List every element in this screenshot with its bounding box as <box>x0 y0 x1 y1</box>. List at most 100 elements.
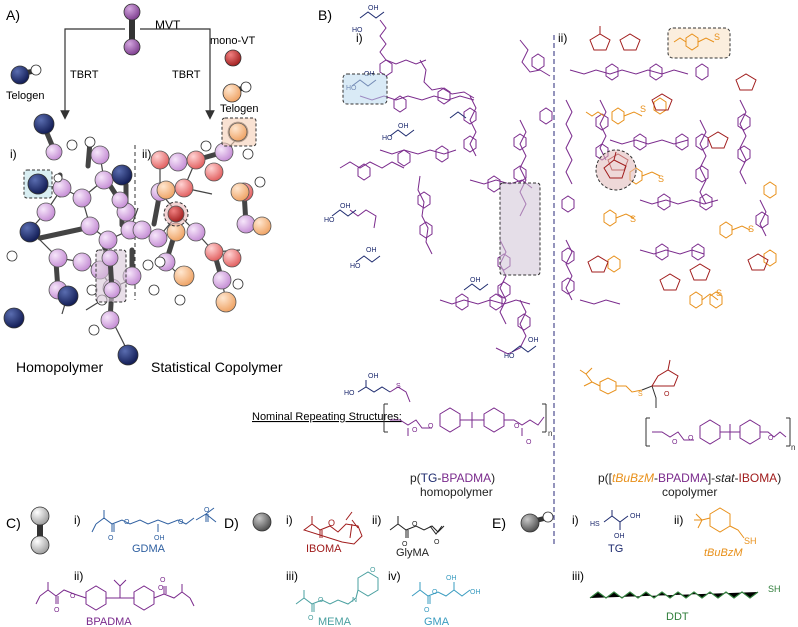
glyma-label: GlyMA <box>396 547 430 559</box>
ddt-sh: SH <box>768 584 781 594</box>
gdma-structure <box>91 507 217 533</box>
tg-oh-a: OH <box>630 513 641 520</box>
mvt-label: MVT <box>155 18 181 32</box>
co-s: S <box>638 391 643 398</box>
bpadma-o-1: O <box>54 607 60 614</box>
panel-e-iii: iii) <box>572 569 584 583</box>
tg-oh-4: OH <box>340 203 351 210</box>
tg-oh-3: OH <box>398 123 409 130</box>
gma-oh-2: OH <box>470 589 481 596</box>
homopolymer-caption: homopolymer <box>420 485 493 499</box>
nominal-repeating-label: Nominal Repeating Structures: <box>252 411 402 423</box>
copolymer-repeat-unit <box>579 359 791 447</box>
gma-o-2: O <box>424 607 430 614</box>
panel-b: B) i) ii) <box>252 5 795 545</box>
tg-ho-5: HO <box>350 263 361 270</box>
s-atom-2: S <box>658 174 664 184</box>
tg-ho-6: HO <box>504 353 515 360</box>
tbrt-left-label: TBRT <box>70 69 99 81</box>
panel-e: E) i) HS OH OH TG ii) SH tBuBzM iii) SH … <box>492 507 781 623</box>
gma-oh-1: OH <box>446 575 457 582</box>
s-atom-5: S <box>716 288 722 298</box>
copolymer-caption: copolymer <box>662 485 717 499</box>
iboma-highlight-circle <box>595 149 637 191</box>
panel-d-i: i) <box>286 513 293 527</box>
homo-subscript-n: n <box>548 429 552 438</box>
s-atom-1: S <box>640 104 646 114</box>
bpadma-o-2: O <box>70 593 76 600</box>
panel-e-ii: ii) <box>674 513 683 527</box>
bpadma-label: BPADMA <box>86 616 132 627</box>
panel-d: D) i) O IBOMA ii) O O O GlyMA iii) O O N… <box>224 511 481 627</box>
tg-oh-5: OH <box>366 247 377 254</box>
panel-e-label: E) <box>492 515 506 531</box>
homopolymer-repeat-unit <box>357 380 547 436</box>
tg-ho-3: HO <box>382 135 393 142</box>
homopolymer-name: p(TG-BPADMA) <box>410 471 495 485</box>
bpadma-o-3: O <box>158 585 164 592</box>
tg-highlight-box <box>342 73 388 105</box>
panel-b-sub-i: i) <box>356 31 363 45</box>
gdma-o-3: O <box>178 519 184 526</box>
mono-vt-icon <box>224 49 242 67</box>
panel-c: C) i) O O OH O O GDMA ii) <box>6 506 217 627</box>
homo-o-1: O <box>412 427 418 434</box>
panel-d-iii: iii) <box>286 569 298 583</box>
panel-d-iv: iv) <box>388 569 401 583</box>
mema-structure <box>295 571 379 612</box>
bpadma-o-4: O <box>160 577 166 584</box>
mema-o-2: O <box>308 615 314 622</box>
tbubzm-label: tBuBzM <box>704 547 743 559</box>
gma-label: GMA <box>424 616 450 627</box>
gdma-o-1: O <box>108 535 114 542</box>
telogen-right-label: Telogen <box>220 103 259 115</box>
panel-a-sub-ii: ii) <box>142 147 151 161</box>
gma-structure <box>411 582 471 604</box>
panel-b-sub-ii: ii) <box>558 31 567 45</box>
statistical-copolymer-label: Statistical Copolymer <box>151 359 283 375</box>
tg-ho-4: HO <box>324 217 335 224</box>
iboma-label: IBOMA <box>306 543 342 555</box>
homo-o-3: O <box>514 423 520 430</box>
co-o-3: O <box>688 435 694 442</box>
glyma-structure <box>389 516 445 538</box>
right-branch-arrow <box>140 28 215 120</box>
homo-oh: OH <box>368 373 379 380</box>
tg-oh-b: OH <box>614 533 625 540</box>
glyma-o-1: O <box>412 521 418 528</box>
homo-o-4: O <box>526 439 532 446</box>
tg-label: TG <box>608 543 623 555</box>
mema-o-3: O <box>370 567 376 574</box>
panel-a-label: A) <box>6 7 20 23</box>
tg-structure <box>603 510 629 530</box>
mvt-molecule <box>123 3 141 56</box>
homopolymer-label: Homopolymer <box>16 359 103 375</box>
panel-e-i: i) <box>572 513 579 527</box>
panel-c-ii: ii) <box>74 569 83 583</box>
panel-a: A) MVT TBRT TBRT Telogen mono-VT Telo <box>3 3 283 375</box>
ddt-label: DDT <box>666 611 689 623</box>
iboma-o: O <box>328 518 335 528</box>
mema-o-1: O <box>318 597 324 604</box>
co-o-1: O <box>664 391 670 398</box>
mono-vt-legend-icon <box>252 512 272 532</box>
co-o-2: O <box>672 439 678 446</box>
homopolymer-network <box>3 113 154 366</box>
tbubzm-highlight-box <box>667 27 731 59</box>
statistical-copolymer-network <box>132 117 272 313</box>
copolymer-name: p([tBuBzM-BPADMA]-stat-IBOMA) <box>598 471 781 485</box>
panel-a-sub-i: i) <box>10 147 17 161</box>
s-atom-4: S <box>748 224 754 234</box>
telogen-left-label: Telogen <box>6 90 45 102</box>
panel-b-label: B) <box>318 7 332 23</box>
mema-label: MEMA <box>318 616 352 627</box>
tg-oh-6: OH <box>470 277 481 284</box>
gdma-oh: OH <box>154 535 165 542</box>
homopolymer-structure <box>339 19 553 355</box>
glyma-o-2: O <box>402 541 408 548</box>
gdma-o-4: O <box>204 507 210 514</box>
tg-oh-7: OH <box>528 337 539 344</box>
mema-n: N <box>352 597 357 604</box>
telogen-legend-icon <box>520 511 554 533</box>
